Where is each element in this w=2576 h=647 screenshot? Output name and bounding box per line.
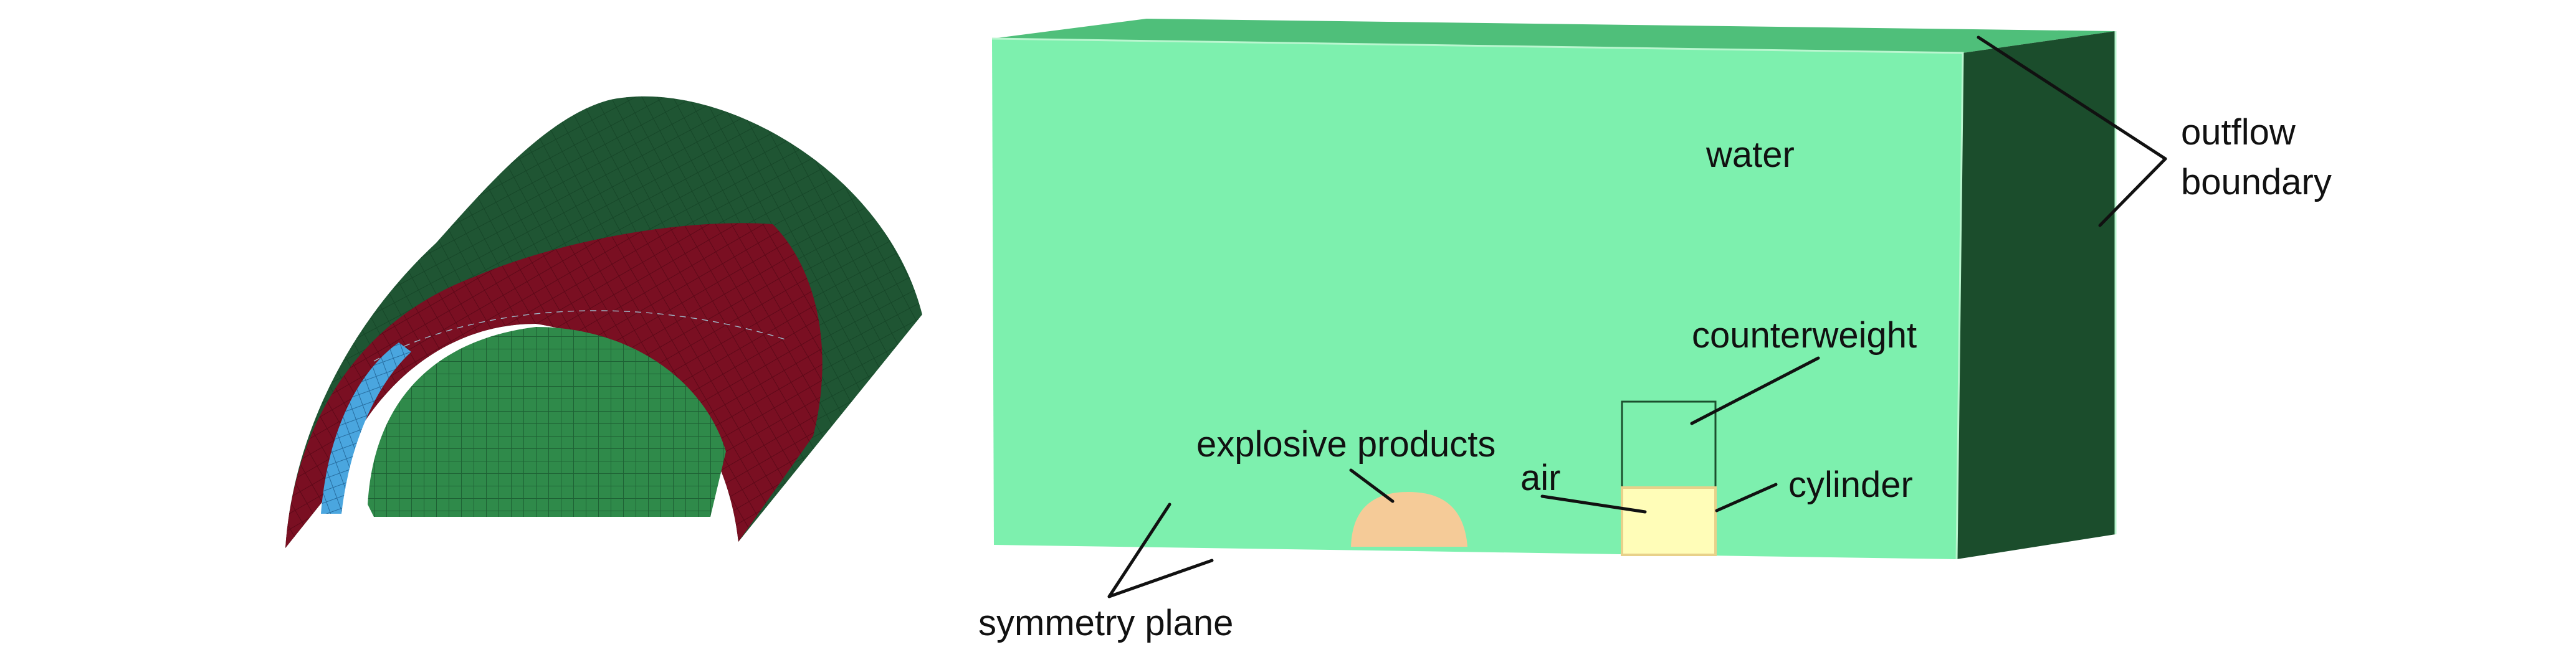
label-explosive-products: explosive products [1196,424,1496,465]
symmetry-leader-right [1107,559,1214,598]
domain-top-face [992,19,2116,53]
label-counterweight: counterweight [1692,315,1917,356]
fluid-domain [991,19,2117,560]
label-cylinder: cylinder [1788,465,1913,505]
water-region [992,39,1963,559]
outflow-leader-top [1977,35,2167,161]
counterweight-leader [1690,356,1820,425]
outflow-leader-side [2098,157,2167,227]
air-leader [1540,494,1647,514]
label-water: water [1705,135,1795,175]
cylinder-region [1621,486,1717,556]
label-outflow-line2: boundary [2181,162,2332,202]
symmetry-leader-left [1107,503,1171,598]
label-outflow-line1: outflow [2181,112,2296,153]
label-symmetry-plane: symmetry plane [978,603,1233,643]
shell-mesh-model [285,96,922,549]
explosive-leader [1349,468,1395,503]
explosive-products-region [1351,492,1467,547]
cylinder-leader [1715,483,1778,512]
seam-line [373,310,786,362]
outflow-boundary-face [1957,31,2116,559]
label-air: air [1520,458,1560,498]
labels: water outflow boundary counterweight exp… [978,112,2332,643]
leader-lines [1107,35,2167,598]
